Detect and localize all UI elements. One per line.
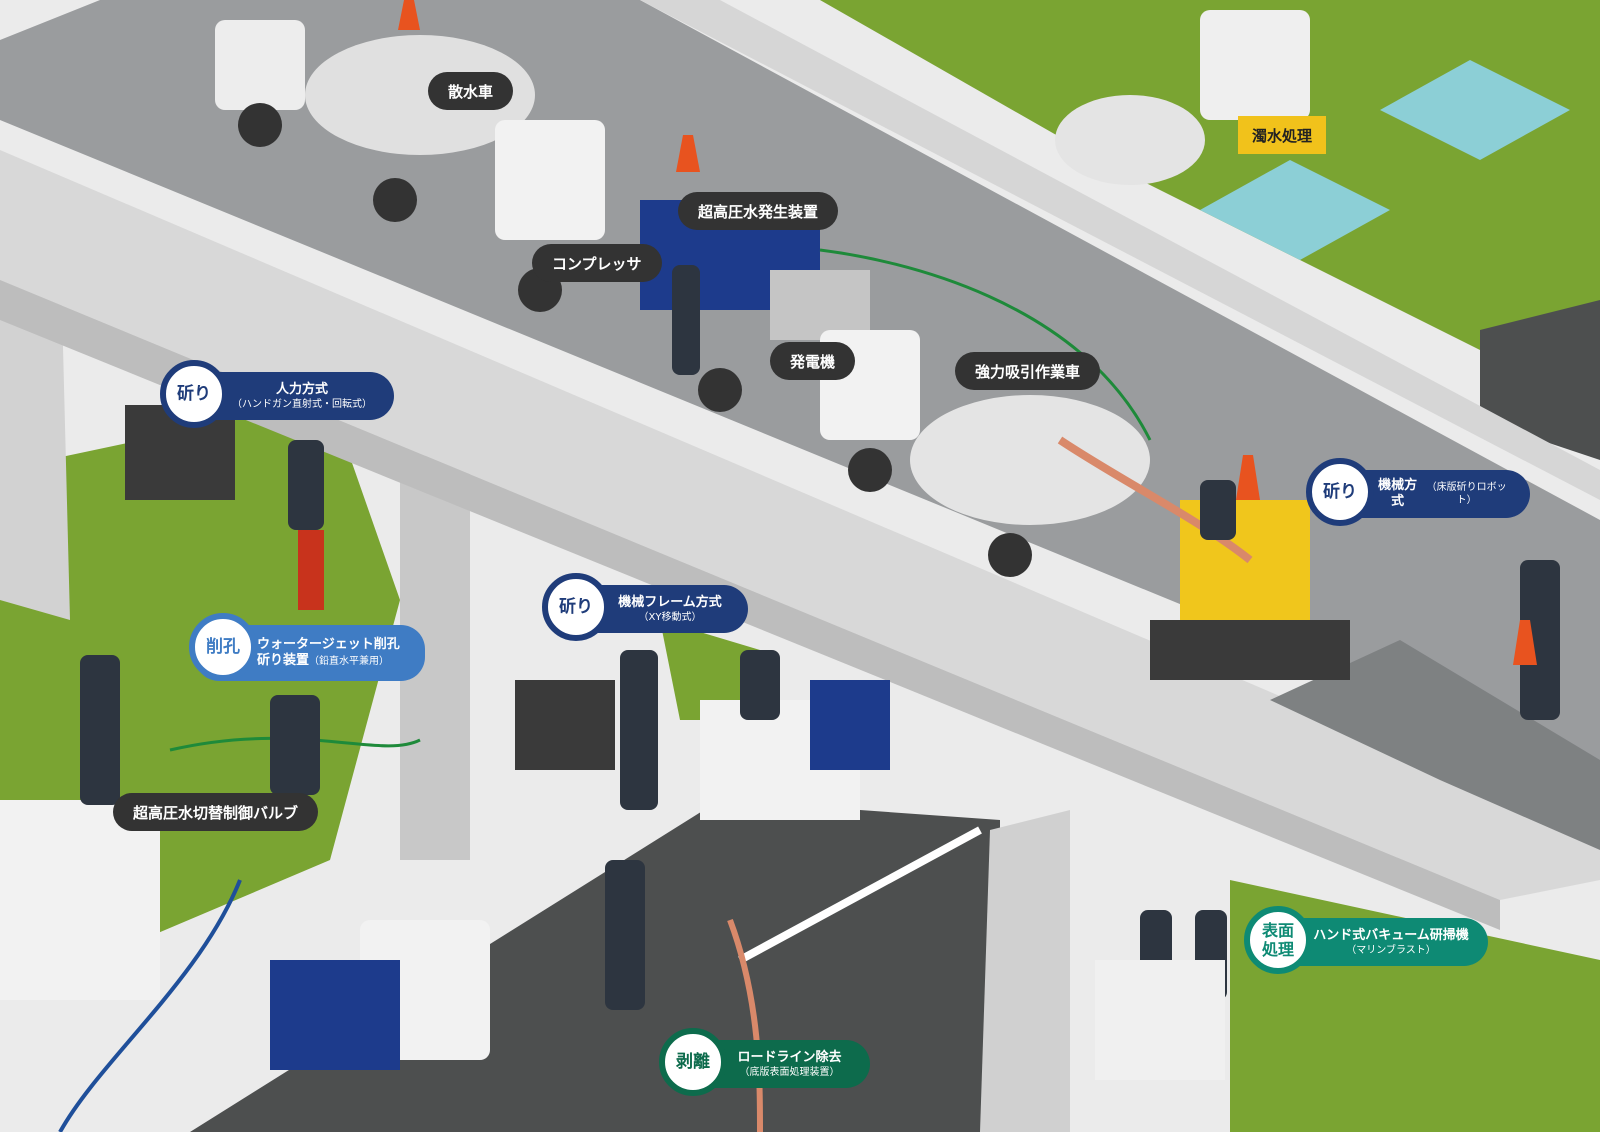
badge-surface-treatment: 表面処理 [1244,906,1312,974]
water-treatment-tank [1055,95,1205,185]
hose-suction [1057,436,1253,564]
label-turbid-water-treatment: 濁水処理 [1238,116,1327,154]
label-generator: 発電機 [770,342,856,380]
label-compressor: コンプレッサ [532,244,662,282]
method-manual-title: 人力方式 [275,381,328,397]
vacuum-truck-tank [910,395,1150,525]
badge-peeling: 剥離 [659,1028,727,1096]
sprinkler-truck-wheel [238,103,282,147]
sprinkler-truck-tank [305,35,535,155]
compressor-truck-wheel [698,368,742,412]
grass-top-right [820,0,1600,370]
label-sprinkler-truck: 散水車 [428,72,514,110]
compressor-truck-cab [495,120,605,240]
badge-chipping: 斫り [160,360,228,428]
left-truck [0,800,160,1000]
worker [740,650,780,720]
settling-tank [1380,60,1570,160]
lower-road-right [1480,300,1600,460]
method-road-line-removal: 剥離 ロードライン除去 （底版表面処理装置） [659,1028,870,1096]
water-treatment-truck [1200,10,1310,120]
method-surface-treatment: 表面処理 ハンド式バキューム研掃機 （マリンブラスト） [1244,906,1488,974]
worker [288,440,324,530]
chipped-grid-area [1270,640,1600,850]
badge-chipping: 斫り [542,573,610,641]
method-vacuum-sub: （マリンブラスト） [1346,944,1436,956]
method-roadline-sub: （底版表面処理装置） [739,1066,840,1078]
sprinkler-truck-wheel [373,178,417,222]
method-robot-title: 機械方式 [1378,478,1418,509]
bottom-truck-unit [270,960,400,1070]
method-machine-robot: 斫り 機械方式 （床版斫りロボット） [1306,458,1530,526]
worker [1520,560,1560,720]
method-waterjet-title2: 斫り装置 [257,653,310,668]
worker [672,265,700,375]
lower-road-line [738,826,982,964]
aerial-work-bucket [1095,960,1225,1080]
worker [1200,480,1236,540]
hose-lower-center [727,918,763,1132]
pier-right [980,810,1070,1132]
hose-lower-left [169,736,421,752]
worker [620,650,658,810]
sprinkler-truck-cab [215,20,305,110]
bridge-girder [0,150,1600,900]
lower-truck-unit [810,680,890,770]
frame-grid-panel [515,680,615,770]
pier-center [400,430,470,860]
cone [676,135,700,172]
method-frame-sub: （XY移動式） [638,611,702,623]
method-robot-sub: （床版斫りロボット） [1426,482,1507,506]
cone [398,0,420,30]
method-waterjet-line2: 斫り装置 （鉛直水平兼用） [257,653,389,669]
traffic-cones [398,0,1537,665]
worker [80,655,120,805]
robot-tracks [1150,620,1350,680]
method-waterjet-title1: ウォータージェット削孔 [257,637,400,652]
method-frame-title: 機械フレーム方式 [618,594,722,610]
vacuum-truck-wheel [988,533,1032,577]
label-vacuum-truck: 強力吸引作業車 [955,352,1101,390]
method-waterjet-drilling: 削孔 ウォータージェット削孔 斫り装置 （鉛直水平兼用） [189,613,425,681]
method-manual: 斫り 人力方式 （ハンドガン直射式・回転式） [160,360,394,428]
generator-unit [770,270,870,340]
method-waterjet-sub: （鉛直水平兼用） [309,656,390,667]
worker [270,695,320,795]
far-parapet [640,0,1600,500]
bridge-girder-shadow [0,280,1500,930]
cone [1513,620,1537,665]
method-roadline-title: ロードライン除去 [737,1049,842,1065]
cone [1236,455,1260,500]
badge-chipping: 斫り [1306,458,1374,526]
hose-green [819,248,1152,441]
settling-tank [1200,160,1390,260]
label-ultra-high-pressure-generator: 超高圧水発生装置 [678,192,839,230]
workers [80,265,1560,1010]
method-vacuum-title: ハンド式バキューム研掃機 [1313,927,1469,943]
method-manual-sub: （ハンドガン直射式・回転式） [232,398,372,410]
worker [605,860,645,1010]
label-switching-control-valve: 超高圧水切替制御バルブ [113,793,319,831]
vacuum-truck-wheel [848,448,892,492]
worker-red-pants [298,530,324,610]
badge-surface-line1: 表面処理 [1261,921,1294,959]
badge-drilling: 削孔 [189,613,257,681]
hose-blue [58,879,242,1132]
method-machine-frame: 斫り 機械フレーム方式 （XY移動式） [542,573,748,641]
grass-center [660,620,760,720]
